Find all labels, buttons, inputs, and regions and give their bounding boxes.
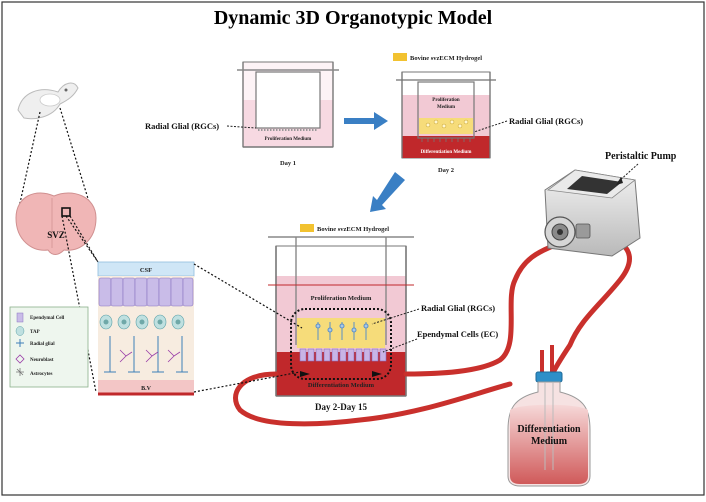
- day1-rgc-label: Radial Glial (RGCs): [145, 121, 219, 131]
- day2-prolif-line1: Proliferation: [432, 98, 460, 103]
- legend-radial-glial: Radial glial: [30, 342, 55, 347]
- legend-ependymal: Ependymal Cell: [30, 316, 65, 321]
- day2-rgc-label: Radial Glial (RGCs): [509, 116, 583, 126]
- brain-section: [15, 192, 97, 255]
- day15-prolif-label: Proliferation Medium: [311, 295, 372, 302]
- arrow-day1-day2: [344, 112, 388, 130]
- svz-label: SVZ: [47, 230, 65, 240]
- day15-rgc-pointer: [371, 308, 420, 325]
- day2-rgc-pointer: [473, 120, 508, 133]
- day1-rgc-pointer: [226, 125, 257, 129]
- bottle-label-line2: Medium: [531, 436, 568, 447]
- peristaltic-pump: [544, 169, 641, 257]
- cell-legend: [9, 306, 89, 388]
- day2-prolif-line2: Medium: [437, 105, 456, 110]
- bv-label: B.V: [141, 386, 152, 392]
- legend-tap: TAP: [30, 330, 40, 335]
- day2-hydrogel-label: Bovine svzECM Hydrogel: [410, 55, 482, 62]
- day15-insert: Proliferation Medium Differentiation Med…: [268, 236, 414, 412]
- day2-insert: Proliferation Medium Differentiation Med…: [396, 71, 496, 174]
- svz-niche-panel: [97, 261, 195, 396]
- day1-caption: Day 1: [280, 160, 296, 167]
- day1-medium-label: Proliferation Medium: [265, 137, 313, 142]
- day15-hydrogel-swatch: [300, 224, 314, 232]
- legend-astrocytes: Astrocytes: [30, 372, 52, 377]
- day15-hydrogel-label: Bovine svzECM Hydrogel: [317, 226, 389, 233]
- tubing: [233, 235, 632, 427]
- day15-ec-label: Ependymal Cells (EC): [417, 329, 498, 339]
- day15-diff-label: Differentiation Medium: [308, 382, 375, 389]
- recirculation-loop: [290, 308, 392, 380]
- day1-insert: Proliferation Medium Day 1: [237, 61, 339, 167]
- csf-label: CSF: [140, 267, 152, 274]
- day15-ec-pointer: [382, 338, 418, 353]
- title: Dynamic 3D Organotypic Model: [214, 7, 493, 29]
- day2-caption: Day 2: [438, 167, 454, 174]
- day2-hydrogel-swatch: [393, 53, 407, 61]
- day15-rgc-label: Radial Glial (RGCs): [421, 303, 495, 313]
- pump-label: Peristaltic Pump: [605, 151, 677, 162]
- legend-neuroblast: Neuroblast: [30, 358, 54, 363]
- day2-diff-label: Differentiation Medium: [421, 150, 473, 155]
- day15-caption: Day 2-Day 15: [315, 402, 367, 412]
- arrow-day2-day15: [370, 172, 405, 212]
- medium-bottle: [507, 371, 591, 487]
- bottle-label-line1: Differentiation: [517, 424, 581, 435]
- mouse-illustration: [17, 82, 79, 120]
